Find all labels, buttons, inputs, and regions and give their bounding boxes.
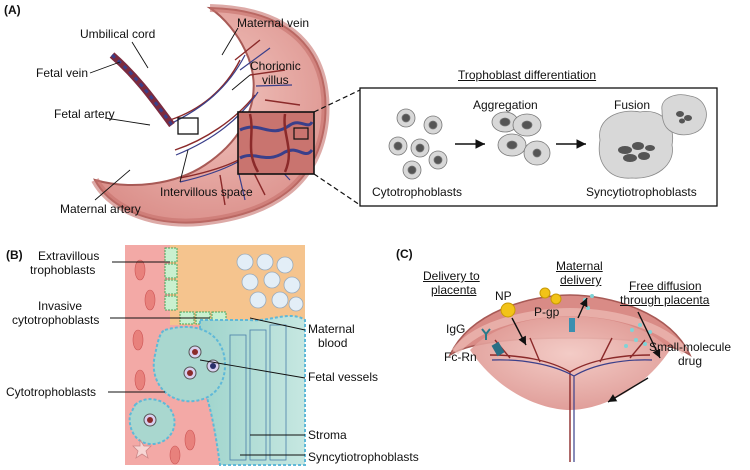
label-syncytiotrophoblasts-b: Syncytiotrophoblasts: [308, 450, 419, 464]
label-chorionic-villus-line2: villus: [262, 73, 289, 87]
label-maternal-blood-line1: Maternal: [308, 322, 355, 336]
trophoblast-title: Trophoblast differentiation: [458, 68, 597, 82]
label-maternal-delivery-line1: Maternal: [556, 259, 603, 273]
label-extravillous-line2: trophoblasts: [30, 263, 96, 277]
label-delivery-line2: placenta: [431, 283, 477, 297]
label-intervillous-space: Intervillous space: [160, 185, 253, 199]
umbilical-cord: [109, 52, 175, 128]
panel-a-label: (A): [4, 3, 21, 17]
label-invasive-line2: cytotrophoblasts: [12, 313, 100, 327]
label-cytotrophoblasts-b: Cytotrophoblasts: [6, 385, 97, 399]
label-delivery-line1: Delivery to: [423, 269, 480, 283]
aggregated-cells: [491, 111, 551, 166]
label-fetal-vein: Fetal vein: [36, 66, 89, 80]
label-fetal-vessels: Fetal vessels: [308, 370, 379, 384]
panel-c-label: (C): [396, 247, 413, 261]
label-maternal-artery: Maternal artery: [60, 202, 141, 216]
label-syncytiotrophoblasts-a: Syncytiotrophoblasts: [586, 185, 697, 199]
label-maternal-vein: Maternal vein: [237, 16, 310, 30]
label-aggregation: Aggregation: [473, 98, 538, 112]
label-fetal-artery: Fetal artery: [54, 107, 115, 121]
panel-b-label: (B): [6, 248, 23, 262]
tissue-section: [125, 245, 306, 466]
label-np: NP: [495, 289, 512, 303]
label-fusion: Fusion: [614, 98, 651, 112]
villus-zoom-box: [237, 111, 315, 175]
label-chorionic-villus-line1: Chorionic: [250, 59, 301, 73]
label-maternal-delivery-line2: delivery: [560, 273, 602, 287]
cytotrophoblast-cells: [388, 108, 448, 180]
label-umbilical-cord: Umbilical cord: [80, 27, 156, 41]
label-igg: IgG: [446, 322, 466, 336]
label-free-diffusion-line1: Free diffusion: [629, 279, 702, 293]
label-free-diffusion-line2: through placenta: [620, 293, 710, 307]
label-pgp: P-gp: [534, 305, 560, 319]
label-small-molecule-line1: Small-molecule: [649, 340, 732, 354]
label-extravillous-line1: Extravillous: [38, 249, 100, 263]
label-invasive-line1: Invasive: [38, 299, 83, 313]
label-small-molecule-line2: drug: [678, 354, 703, 368]
label-stroma: Stroma: [308, 428, 347, 442]
label-fcrn: Fc-Rn: [444, 350, 477, 364]
label-cytotrophoblasts-a: Cytotrophoblasts: [372, 185, 463, 199]
label-maternal-blood-line2: blood: [318, 336, 348, 350]
syncytiotrophoblast-cells: [598, 94, 707, 179]
